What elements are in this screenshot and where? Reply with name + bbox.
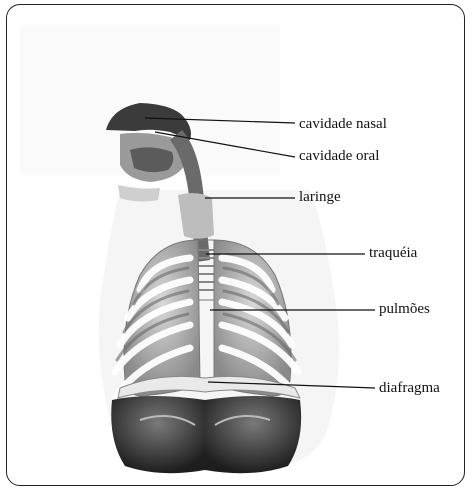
label-nasal-cavity: cavidade nasal (299, 117, 387, 132)
label-oral-cavity: cavidade oral (299, 149, 379, 164)
label-larynx: laringe (299, 190, 341, 205)
label-trachea: traquéia (369, 246, 417, 261)
label-diaphragm: diafragma (379, 381, 440, 396)
label-lungs: pulmões (379, 302, 430, 317)
abdomen (111, 396, 301, 473)
